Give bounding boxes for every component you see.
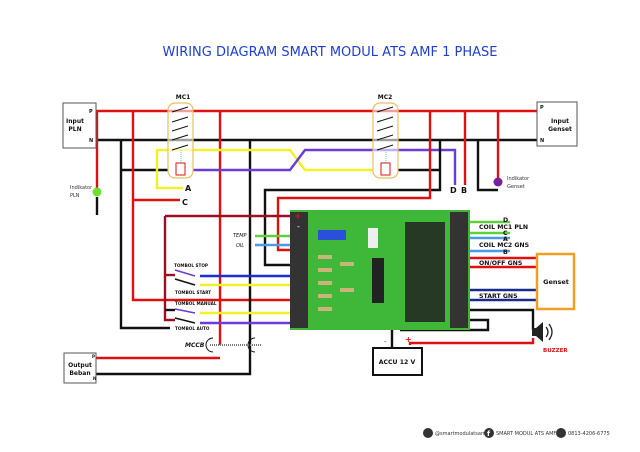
whatsapp-icon bbox=[556, 428, 566, 438]
svg-text:-: - bbox=[384, 338, 387, 346]
svg-text:Genset: Genset bbox=[507, 184, 525, 190]
buzzer: BUZZER bbox=[532, 322, 568, 354]
svg-text:START GNS: START GNS bbox=[479, 293, 518, 300]
mccb: MCCB bbox=[185, 337, 262, 353]
svg-text:MC2: MC2 bbox=[378, 94, 393, 101]
svg-text:Indikator: Indikator bbox=[70, 185, 93, 191]
svg-text:COIL MC1 PLN: COIL MC1 PLN bbox=[479, 224, 528, 231]
genset-box: Genset bbox=[535, 252, 576, 311]
indikator-genset: Indikator Genset bbox=[493, 176, 530, 190]
svg-text:TOMBOL AUTO: TOMBOL AUTO bbox=[175, 326, 210, 331]
instagram-handle: @smartmodulatsamf bbox=[435, 431, 488, 437]
contactor-mc1: MC1 bbox=[167, 94, 194, 179]
input-genset-box: Input Genset P N bbox=[536, 101, 578, 147]
terminal-d: D bbox=[450, 186, 457, 195]
svg-text:f: f bbox=[487, 430, 491, 438]
svg-text:N: N bbox=[89, 138, 93, 144]
svg-text:MC1: MC1 bbox=[176, 94, 191, 101]
contactor-mc2: MC2 bbox=[372, 94, 399, 179]
svg-text:Output: Output bbox=[68, 362, 92, 369]
svg-text:TOMBOL STOP: TOMBOL STOP bbox=[174, 263, 208, 268]
svg-text:TOMBOL START: TOMBOL START bbox=[175, 290, 211, 295]
svg-text:Beban: Beban bbox=[69, 370, 90, 377]
svg-text:N: N bbox=[93, 376, 96, 381]
svg-text:PLN: PLN bbox=[70, 193, 80, 199]
svg-text:D: D bbox=[503, 217, 508, 224]
svg-text:TOMBOL MANUAL: TOMBOL MANUAL bbox=[175, 301, 217, 306]
svg-text:Input: Input bbox=[66, 118, 84, 125]
svg-text:BUZZER: BUZZER bbox=[543, 348, 568, 354]
output-labels: D COIL MC1 PLN C A COIL MC2 GNS B ON/OFF… bbox=[479, 217, 529, 300]
svg-text:ON/OFF GNS: ON/OFF GNS bbox=[479, 260, 522, 267]
svg-text:MCCB: MCCB bbox=[185, 342, 205, 349]
tombol-auto-switch: TOMBOL AUTO bbox=[174, 317, 210, 331]
speaker-icon bbox=[532, 322, 553, 342]
svg-text:P: P bbox=[92, 354, 95, 359]
svg-text:Genset: Genset bbox=[543, 278, 569, 286]
facebook-icon bbox=[484, 428, 494, 438]
svg-text:Input: Input bbox=[551, 118, 569, 125]
tombol-manual-switch: TOMBOL MANUAL bbox=[174, 301, 217, 314]
svg-text:COIL MC2 GNS: COIL MC2 GNS bbox=[479, 242, 529, 249]
smart-modul-board: + - bbox=[290, 210, 470, 330]
whatsapp-number: 0813-4206-6775 bbox=[568, 431, 610, 437]
tombol-stop-switch: TOMBOL STOP bbox=[174, 263, 208, 277]
svg-text:+: + bbox=[405, 335, 412, 344]
footer-contacts: @smartmodulatsamf f SMART MODUL ATS AMF … bbox=[423, 428, 610, 438]
svg-text:ACCU 12 V: ACCU 12 V bbox=[379, 359, 416, 366]
tombol-start-switch: TOMBOL START bbox=[174, 278, 211, 295]
output-beban-box: Output Beban P N bbox=[63, 352, 97, 384]
svg-text:A: A bbox=[503, 236, 508, 243]
instagram-icon bbox=[423, 428, 433, 438]
svg-text:Indikator: Indikator bbox=[507, 176, 530, 182]
temp-label: TEMP bbox=[233, 233, 247, 239]
svg-text:B: B bbox=[503, 249, 508, 256]
terminal-c: C bbox=[182, 198, 188, 207]
facebook-page: SMART MODUL ATS AMF bbox=[496, 431, 556, 437]
input-pln-box: Input PLN P N bbox=[62, 102, 97, 149]
terminal-a: A bbox=[185, 184, 192, 193]
terminal-b: B bbox=[461, 186, 467, 195]
svg-text:N: N bbox=[540, 138, 544, 144]
svg-text:P: P bbox=[540, 105, 544, 111]
svg-text:Genset: Genset bbox=[548, 126, 572, 133]
svg-text:C: C bbox=[503, 230, 508, 237]
accu-battery: ACCU 12 V - + bbox=[372, 335, 423, 376]
indikator-pln: Indikator PLN bbox=[70, 185, 102, 199]
oil-label: OIL bbox=[236, 243, 244, 249]
diagram-title: WIRING DIAGRAM SMART MODUL ATS AMF 1 PHA… bbox=[163, 45, 498, 60]
svg-text:PLN: PLN bbox=[68, 126, 81, 133]
minus-label: - bbox=[297, 222, 300, 231]
plus-label: + bbox=[294, 212, 302, 222]
svg-text:P: P bbox=[89, 109, 93, 115]
